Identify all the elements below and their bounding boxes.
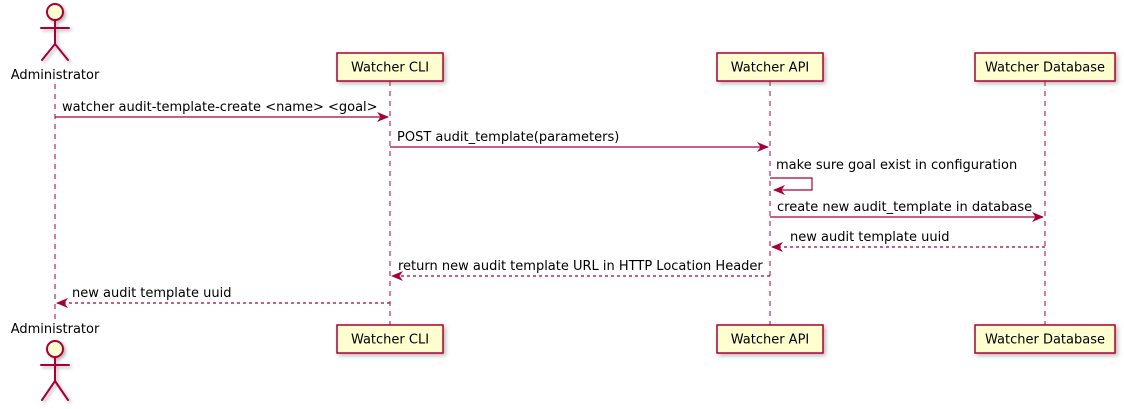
message-label: watcher audit-template-create <name> <go… <box>62 100 378 115</box>
message-label: return new audit template URL in HTTP Lo… <box>398 259 763 274</box>
participant-watcher-api-bottom: Watcher API <box>716 324 824 354</box>
actor-label-top: Administrator <box>11 68 100 83</box>
actor-administrator-top: Administrator <box>11 3 100 83</box>
participant-label: Watcher API <box>731 61 810 76</box>
participant-label: Watcher Database <box>985 333 1105 348</box>
actor-administrator-bottom: Administrator <box>11 322 100 401</box>
message-label: new audit template uuid <box>72 286 231 301</box>
message-label: POST audit_template(parameters) <box>397 130 619 145</box>
actor-figure-icon <box>40 3 70 61</box>
participant-watcher-cli-bottom: Watcher CLI <box>336 324 444 354</box>
message-post-audit-template: POST audit_template(parameters) <box>390 130 769 152</box>
message-label: new audit template uuid <box>790 230 949 245</box>
participant-watcher-database-top: Watcher Database <box>974 52 1116 82</box>
participant-label: Watcher CLI <box>351 333 429 348</box>
message-new-uuid-to-admin: new audit template uuid <box>56 286 390 308</box>
participant-watcher-cli-top: Watcher CLI <box>336 52 444 82</box>
message-check-goal-self: make sure goal exist in configuration <box>770 158 1017 195</box>
participant-label: Watcher API <box>731 333 810 348</box>
message-audit-template-create: watcher audit-template-create <name> <go… <box>55 100 389 122</box>
message-label: create new audit_template in database <box>777 200 1032 215</box>
participant-label: Watcher Database <box>985 61 1105 76</box>
message-new-uuid-to-api: new audit template uuid <box>771 230 1045 252</box>
participant-watcher-database-bottom: Watcher Database <box>974 324 1116 354</box>
participant-watcher-api-top: Watcher API <box>716 52 824 82</box>
message-return-location-header: return new audit template URL in HTTP Lo… <box>391 259 770 281</box>
actor-figure-icon <box>40 340 70 401</box>
actor-label-bottom: Administrator <box>11 322 100 337</box>
participant-label: Watcher CLI <box>351 61 429 76</box>
message-label: make sure goal exist in configuration <box>776 158 1017 173</box>
message-create-audit-template: create new audit_template in database <box>770 200 1044 222</box>
